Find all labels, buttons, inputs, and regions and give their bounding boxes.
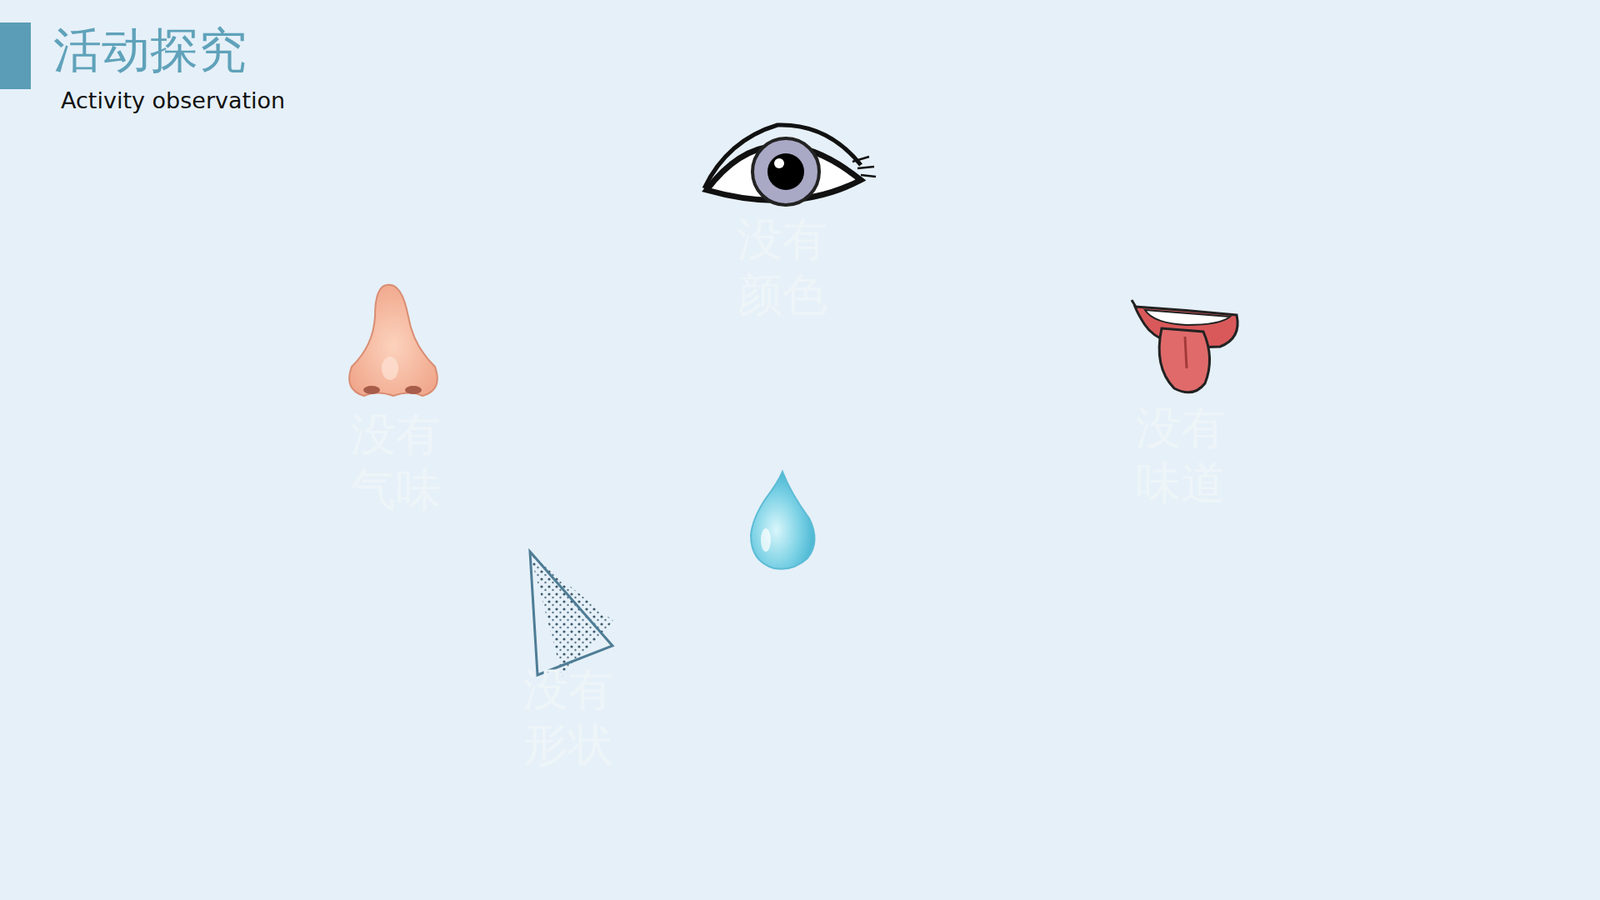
ink-blot [170,586,325,687]
ink-blot [1382,615,1441,685]
ellipse-node: 没有 味道 [1030,374,1332,538]
ink-blot [1460,780,1600,889]
ink-blot [1037,186,1113,319]
nose-icon [349,285,438,396]
ink-blot [1355,322,1480,426]
ink-blot [1548,542,1600,645]
ink-blot [1457,701,1570,744]
ink-blot [1144,63,1235,174]
ink-blot [380,682,530,725]
ink-blot [0,424,121,543]
ellipse-node [863,635,1165,800]
subtitle: Activity observation [60,87,285,114]
ink-blot [0,285,80,363]
ellipse-node: 没有 气味 [245,380,547,545]
ink-blot [531,251,594,379]
node-label: 没有 气味 [344,407,448,518]
ink-blot [37,623,156,712]
ellipse-shape [245,380,547,545]
ink-blot [719,25,901,117]
connector-line [781,349,785,434]
ink-blot [1283,375,1400,436]
ink-blot [745,5,837,88]
node-label: 没有 形状 [516,662,620,773]
connector-line [928,477,1036,494]
connector-line [643,585,708,647]
triangle-icon [530,551,614,677]
ink-blot [325,604,420,728]
connector-line [861,584,935,648]
ellipse-shape [417,635,720,800]
ink-blot [722,775,875,856]
ink-blot [125,328,210,400]
title-bar [0,0,34,92]
ink-blot [527,226,601,352]
node-label: 没有 味道 [1129,400,1233,511]
connector-line [542,482,637,495]
ink-blot [521,151,617,264]
ink-blot [671,822,750,898]
ink-blot [907,352,1015,440]
ink-blot [1364,442,1563,540]
ink-blot [330,729,405,766]
ink-blot [1218,590,1310,683]
ink-blot [605,23,803,112]
ink-blot [1389,366,1570,444]
ink-blot [769,5,878,58]
ink-blot [114,637,293,675]
ink-blot [1179,560,1250,615]
ink-blot [855,475,925,547]
ellipse-shape [1030,374,1332,538]
slide-title: 活动探究 [53,18,247,84]
ink-blot [118,412,230,448]
ellipse-shape [631,185,934,350]
ink-blot [107,684,293,745]
ellipse-shape [631,433,934,597]
ink-blot [145,586,284,717]
ellipse-shape [863,635,1165,800]
ink-blot [275,500,460,630]
ink-blot [672,601,773,729]
ink-blot [1372,376,1458,470]
ink-blot [85,65,193,190]
water-drop-icon [750,471,815,570]
ellipse-node: 没有 形状 [417,635,720,800]
ink-blot [838,0,937,56]
ellipse-node [631,433,934,597]
ink-blot [339,560,413,650]
ink-blot [1494,365,1600,457]
node-label: 没有 颜色 [730,212,835,323]
ellipse-node: 没有 颜色 [631,185,934,350]
ink-blot [1470,250,1586,335]
ink-blot [191,0,335,22]
tongue-icon [1131,300,1238,393]
eye-icon [704,125,876,205]
ink-blot [1063,832,1205,900]
ink-blot [810,317,880,441]
ink-blot [1399,486,1463,537]
ink-blot [970,220,1075,262]
